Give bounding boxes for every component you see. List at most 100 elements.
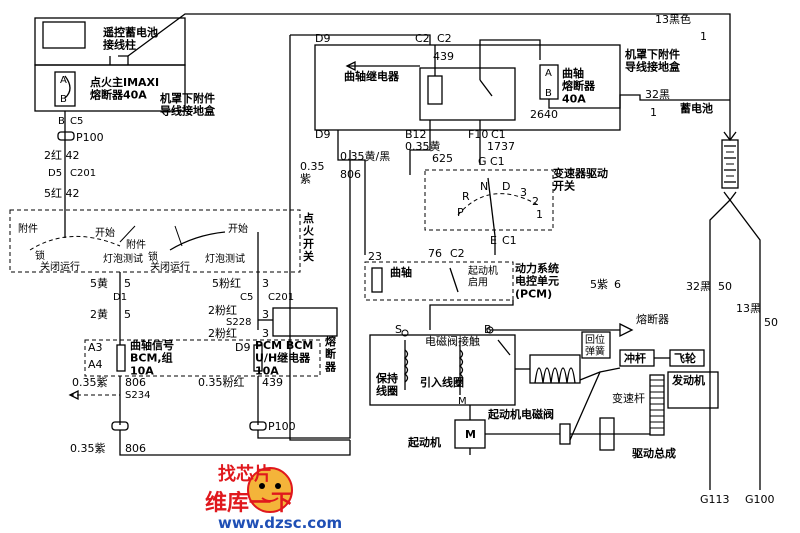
wire-23-label: 23 <box>368 250 382 263</box>
fuse-arrow <box>619 322 634 338</box>
pcm-bcm-fuse-element <box>253 344 263 372</box>
battery-label: 蓄电池 <box>680 101 713 115</box>
drive-assembly-label: 驱动总成 <box>632 446 676 460</box>
switch-start-label-2: 开始 <box>228 222 248 235</box>
gear-position-labels: P R N D 3 2 1 <box>457 180 543 221</box>
wire-806-to-pcm <box>337 130 366 255</box>
conn-c2-pcm-label: C2 <box>450 247 465 260</box>
starter-solenoid-label: 起动机电磁阀 <box>487 407 554 421</box>
conn-c2-top-label-b: C2 <box>437 32 452 45</box>
wire-pinkred-035-label: 0.35粉红 <box>198 376 245 389</box>
fuse-b-label: B <box>60 94 67 105</box>
solenoid-contact-label: 电磁阀接触 <box>425 334 480 348</box>
wire-50-label-a: 50 <box>718 280 732 293</box>
watermark-url: www.dzsc.com <box>218 514 342 532</box>
starter-label: 起动机 <box>407 435 441 449</box>
engine-box <box>667 371 719 409</box>
wire-top-loop <box>290 34 431 45</box>
wire-32-black-v-label: 32黑 <box>686 280 711 293</box>
gear-p: P <box>457 206 464 219</box>
conn-b12-label: B12 <box>405 128 427 141</box>
fuse-block-label: 熔断器 <box>324 334 337 373</box>
trans-switch-box <box>424 169 554 231</box>
shift-lever-label: 变速杆 <box>612 391 645 405</box>
pcm-starter-enable-label: 起动机启用 <box>468 264 498 289</box>
plunger-coil <box>534 367 576 384</box>
trans-switch-label: 变速器驱动开关 <box>553 166 608 193</box>
wire-5-label: 5 <box>124 277 131 290</box>
wire-625-label: 625 <box>432 152 453 165</box>
wire-625-path <box>409 120 431 175</box>
wire-red-5-42-label: 5红 42 <box>44 187 80 200</box>
gear-3: 3 <box>520 186 527 199</box>
motor-m-terminal: M <box>458 396 467 407</box>
crank-fuse-a-label: A <box>545 68 552 79</box>
trans-switch-arm <box>487 177 496 237</box>
starter-fuse-label: 熔断器 <box>636 312 669 326</box>
ignition-switch-box <box>9 209 301 273</box>
gear-1: 1 <box>536 208 543 221</box>
remote-battery-post-terminal <box>42 21 86 49</box>
solenoid-contact-arm <box>497 339 511 356</box>
hold-coil <box>403 349 409 383</box>
shift-lever-arm <box>569 371 601 441</box>
return-spring-box <box>581 331 611 359</box>
relay-coil <box>427 75 443 105</box>
arrow-purple-left <box>68 389 79 401</box>
wire-806-label-b: 806 <box>125 442 146 455</box>
watermark-badge: 找芯片 <box>218 463 272 485</box>
conn-c201-top-label: C201 <box>70 168 96 179</box>
wire-red-2-42-label: 2红 42 <box>44 149 80 162</box>
conn-e-label: E <box>490 234 497 247</box>
switch-bulb-test-label-1: 灯泡测试 <box>103 252 143 265</box>
switch-contact-2 <box>174 225 183 247</box>
remote-battery-post-label: 遥控蓄电池接线柱 <box>103 25 158 52</box>
ignition-switch-label: 点火开关 <box>303 211 315 263</box>
wire-439-label-a: 439 <box>262 376 283 389</box>
arrow-439 <box>345 60 356 72</box>
wire-5-label-b: 5 <box>124 308 131 321</box>
terminal-b <box>486 326 494 334</box>
wire-806-label-c: 806 <box>340 168 361 181</box>
wire-pinkred-2b-label: 2粉红 <box>208 327 237 340</box>
engine-label: 发动机 <box>671 373 705 387</box>
conn-c2-top-label: C2 <box>415 32 430 45</box>
switch-contact-1 <box>119 225 136 243</box>
flywheel-label: 飞轮 <box>674 351 696 365</box>
ground-g100-label: G100 <box>745 493 775 506</box>
wire-50-label-b: 50 <box>764 316 778 329</box>
wire-1-label-b: 1 <box>650 106 657 119</box>
splice-s234-label: S234 <box>125 390 150 401</box>
switch-lock-label-2: 锁 <box>148 250 158 263</box>
p100-bottom-label: P100 <box>268 420 296 433</box>
watermark-mascot-icon <box>247 467 293 513</box>
wire-3-label-c: 3 <box>262 327 269 340</box>
watermark-mascot-eye-right <box>275 483 281 489</box>
gear-n: N <box>480 180 488 193</box>
conn-b-label: B <box>58 116 65 127</box>
conn-d9-top-label: D9 <box>315 32 330 45</box>
conn-c5-b-label: C5 <box>240 292 253 303</box>
wire-pinkred-5-label: 5粉红 <box>212 277 241 290</box>
switch-start-arc <box>169 231 226 251</box>
conn-d9-bottom-label: D9 <box>315 128 330 141</box>
switch-off-run-label-2: 关闭运行 <box>150 260 190 273</box>
wire-yellow-5-label: 5黄 <box>90 276 108 290</box>
conn-c201-label: C201 <box>268 292 294 303</box>
wire-13-black-v-label: 13黑 <box>736 302 761 315</box>
conn-a3-label: A3 <box>88 341 103 354</box>
switch-off-run-label-1: 关闭运行 <box>40 260 80 273</box>
starter-motor-m: M <box>465 428 476 441</box>
p100-top-label: P100 <box>76 131 104 144</box>
gear-2: 2 <box>532 195 539 208</box>
underhood-ground-box-right-label: 机罩下附件导线接地盒 <box>625 47 681 74</box>
splice-s228-box <box>272 307 338 337</box>
conn-f10-label: F10 <box>468 128 488 141</box>
wire-pcm-to-solenoid <box>429 300 514 330</box>
flywheel-teeth <box>650 379 664 429</box>
starter-solenoid-box <box>369 334 516 406</box>
